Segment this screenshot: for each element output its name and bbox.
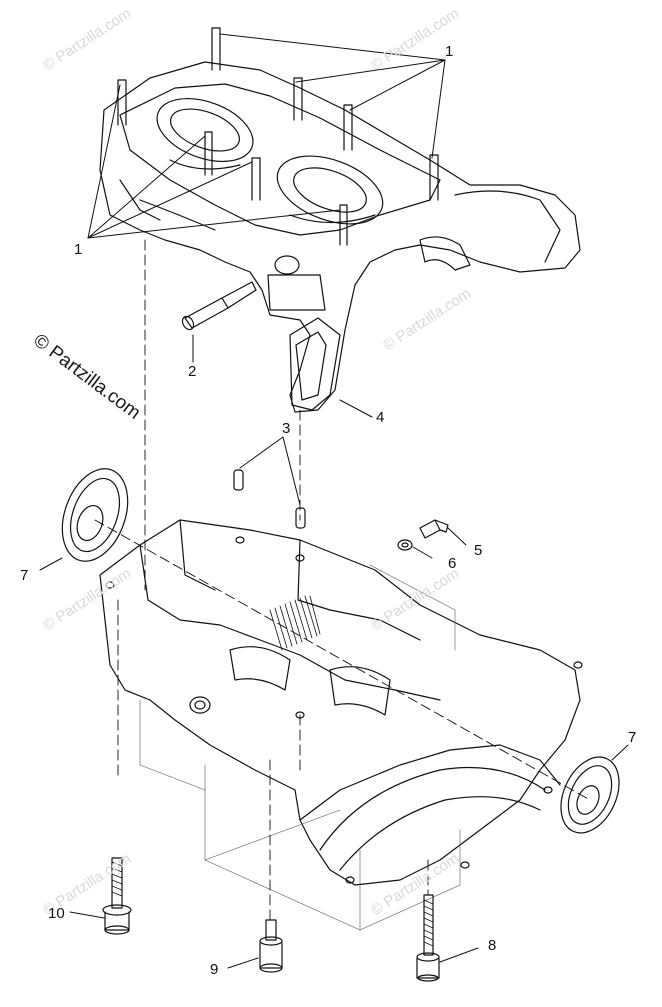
callout-8: 8: [488, 937, 497, 954]
callout-9: 9: [210, 961, 219, 978]
callout-10: 10: [48, 905, 65, 922]
callout-1-top: 1: [445, 43, 454, 60]
callout-1-leaders: [87, 33, 446, 239]
callout-7-left: 7: [20, 567, 29, 584]
oil-seal-right: [560, 744, 629, 834]
callout-7-right: 7: [628, 729, 637, 746]
bolt-part-8: [416, 894, 479, 982]
phantom-outline: [139, 564, 461, 931]
bolt-washer-5-6: [397, 519, 467, 559]
callout-5: 5: [474, 542, 483, 559]
bolt-part-9: [227, 919, 283, 973]
callout-1-left: 1: [74, 241, 83, 258]
bolt-part-2: [181, 281, 257, 331]
callout-6: 6: [448, 555, 457, 572]
callout-4: 4: [376, 409, 385, 426]
oil-seal-left: [39, 468, 129, 571]
callout-3: 3: [282, 420, 291, 437]
upper-crankcase: [99, 27, 581, 413]
callout-2: 2: [188, 363, 197, 380]
lower-crankcase: [99, 519, 583, 886]
bolt-part-10: [69, 857, 132, 935]
dowel-pins-part-3: [233, 436, 306, 529]
alignment-lines: [94, 239, 591, 921]
